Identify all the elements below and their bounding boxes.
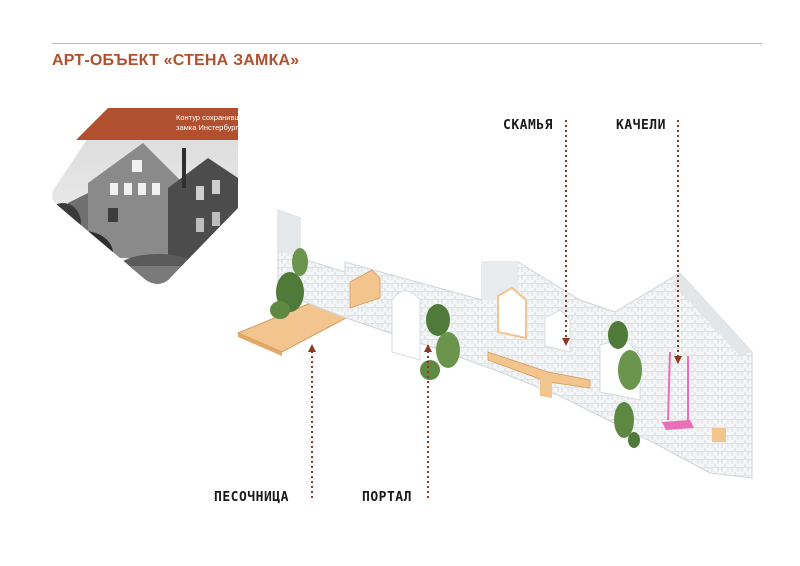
photo-caption: Контур сохранившихся стен замка Инстербу… xyxy=(176,113,274,132)
label-portal: ПОРТАЛ xyxy=(362,490,412,505)
page-title: АРТ-ОБЪЕКТ «СТЕНА ЗАМКА» xyxy=(52,52,300,69)
top-divider xyxy=(52,43,762,44)
castle-wall xyxy=(277,209,753,479)
climbing-plants xyxy=(270,248,642,448)
label-swing: КАЧЕЛИ xyxy=(616,118,666,133)
leader-arrows xyxy=(308,338,682,364)
bench xyxy=(487,351,591,398)
label-bench: СКАМЬЯ xyxy=(503,118,553,133)
swing xyxy=(662,351,694,430)
historic-photo xyxy=(52,108,238,284)
label-sandbox: ПЕСОЧНИЦА xyxy=(214,490,289,505)
leader-lines xyxy=(311,120,679,500)
